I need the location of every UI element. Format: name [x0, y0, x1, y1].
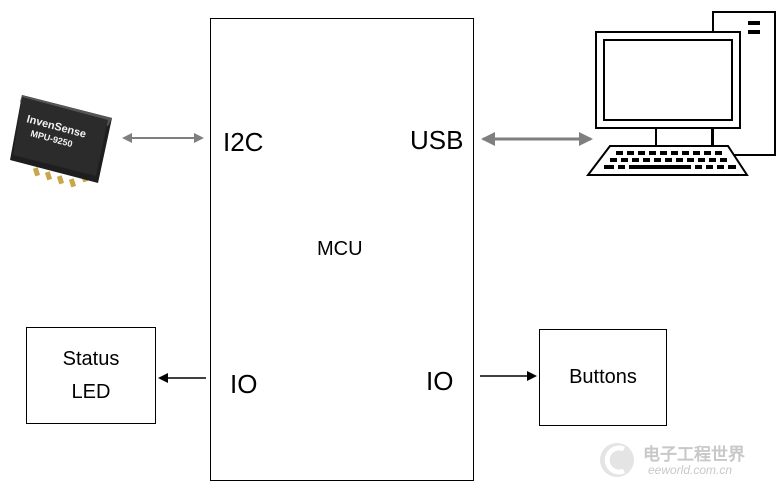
status-led-block: [26, 327, 156, 424]
io-left-port-label: IO: [230, 369, 258, 399]
buttons-block: [539, 329, 667, 426]
buttons-label: Buttons: [569, 366, 637, 388]
mcu-label: MCU: [317, 238, 363, 260]
status-led-label-line1: Status: [62, 348, 120, 370]
status-led-label-line2: LED: [71, 381, 111, 403]
desktop-computer-icon: [585, 11, 776, 176]
usb-port-label: USB: [410, 125, 464, 155]
watermark-logo-icon: [600, 443, 634, 477]
io-right-port-label: IO: [426, 366, 454, 396]
mpu-9250-chip-icon: InvenSense MPU-9250: [10, 95, 112, 188]
mcu-block: [210, 18, 474, 481]
watermark-cn-text: 电子工程世界: [643, 445, 745, 465]
watermark-url-text: eeworld.com.cn: [648, 463, 733, 477]
i2c-port-label: I2C: [223, 127, 264, 157]
